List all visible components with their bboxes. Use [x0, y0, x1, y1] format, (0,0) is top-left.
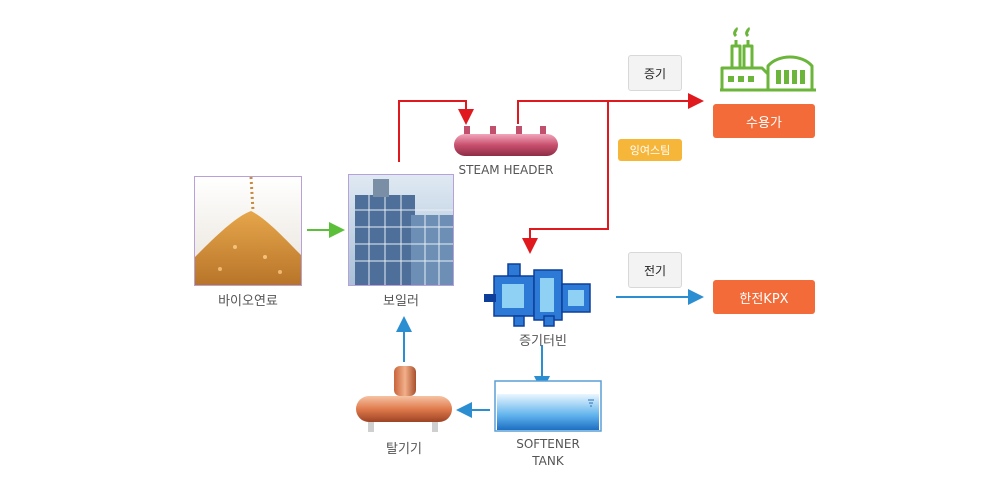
- deaerator-image: [354, 364, 454, 436]
- header-to-consumer-arrow: [517, 93, 704, 124]
- softener-tank-image: [494, 380, 602, 432]
- steam-turbine-label: 증기터빈: [519, 334, 567, 349]
- boiler-to-header-arrow: [398, 100, 474, 162]
- bio-fuel-image: [194, 176, 302, 286]
- factory-icon: [718, 26, 818, 96]
- deaerator-label: 탈기기: [386, 442, 422, 457]
- surplus-steam-tag: 잉여스팀: [618, 139, 682, 161]
- boiler-label: 보일러: [383, 294, 419, 309]
- electricity-tag: 전기: [628, 252, 682, 288]
- steam-turbine-image: [484, 262, 594, 328]
- steam-tag: 증기: [628, 55, 682, 91]
- softener-tank-label-line2: TANK: [532, 454, 564, 468]
- steam-header-label: STEAM HEADER: [458, 163, 554, 177]
- softener-tank-label-line1: SOFTENER: [516, 437, 580, 451]
- kpx-button[interactable]: 한전KPX: [713, 280, 815, 314]
- steam-header-image: [452, 124, 560, 158]
- bio-fuel-label: 바이오연료: [218, 294, 278, 309]
- consumer-button[interactable]: 수용가: [713, 104, 815, 138]
- surplus-steam-arrow: [522, 101, 609, 254]
- boiler-image: [348, 174, 454, 286]
